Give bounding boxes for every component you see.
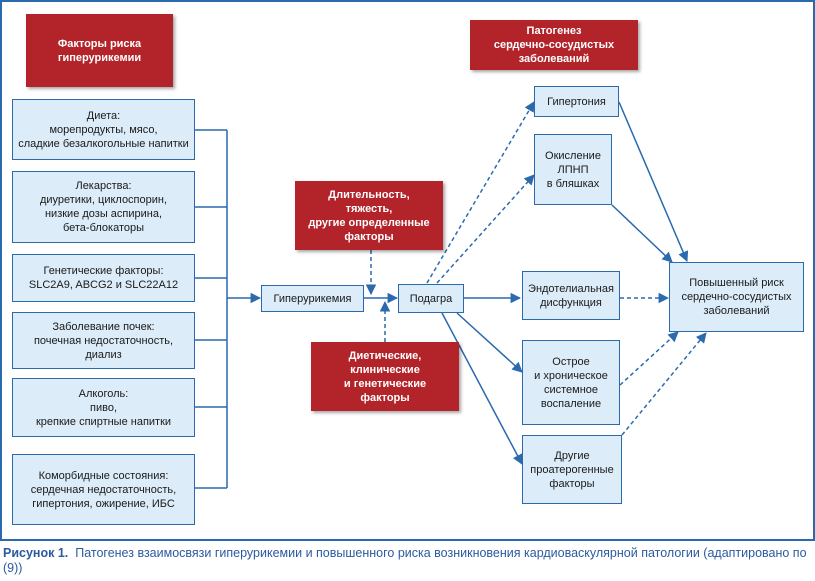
box-text: Диета: xyxy=(86,109,121,122)
box-text: воспаление xyxy=(540,397,602,410)
modifier-text: факторы xyxy=(344,230,394,243)
box-text: бета-блокаторы xyxy=(62,222,145,234)
box-text: Окисление xyxy=(545,149,601,162)
outcome-other-proatherogenic: Другие проатерогенные факторы xyxy=(522,435,622,504)
arrow-inflammation-result xyxy=(619,331,679,386)
risk-box-alcohol: Алкоголь: пиво, крепкие спиртные напитки xyxy=(12,378,195,437)
box-text: морепродукты, мясо, xyxy=(49,123,158,136)
box-text: и хроническое xyxy=(534,369,608,382)
box-text: заболеваний xyxy=(703,305,770,317)
caption-label: Рисунок 1. xyxy=(3,546,69,560)
box-text: Гипертония xyxy=(547,95,606,108)
box-text: Другие xyxy=(554,449,590,462)
box-text: Заболевание почек: xyxy=(52,320,155,333)
pathogenesis-header: Патогенез сердечно-сосудистых заболевани… xyxy=(470,20,638,70)
figure-caption: Рисунок 1. Патогенез взаимосвязи гиперур… xyxy=(3,546,813,576)
risk-box-drugs: Лекарства: диуретики, циклоспорин, низки… xyxy=(12,171,195,243)
modifier-text: клинические xyxy=(350,363,420,376)
risk-box-kidney: Заболевание почек: почечная недостаточно… xyxy=(12,312,195,369)
outcome-ldl-oxidation: Окисление ЛПНП в бляшках xyxy=(534,134,612,205)
box-text: SLC2A9, ABCG2 и SLC22A12 xyxy=(28,279,179,291)
box-text: Коморбидные состояния: xyxy=(38,469,169,482)
risk-box-genetic: Генетические факторы: SLC2A9, ABCG2 и SL… xyxy=(12,254,195,302)
risk-box-diet: Диета: морепродукты, мясо, сладкие безал… xyxy=(12,99,195,160)
box-text: системное xyxy=(543,383,599,396)
box-text: пиво, xyxy=(90,401,117,414)
modifier-text: и генетические xyxy=(343,377,427,390)
box-text: диализ xyxy=(85,348,122,361)
modifier-bottom: Диетические, клинические и генетические … xyxy=(311,342,459,411)
arrow-ldl-result xyxy=(611,204,673,263)
box-text: ЛПНП xyxy=(557,163,589,176)
hyperuricemia-box: Гиперурикемия xyxy=(261,285,364,312)
arrow-hypertension-result xyxy=(618,101,689,262)
box-text: Острое xyxy=(552,355,590,368)
modifier-text: Диетические, xyxy=(348,349,422,362)
box-text: низкие дозы аспирина, xyxy=(44,208,163,220)
header-line: заболеваний xyxy=(518,53,590,65)
arrow-gout-hypertension xyxy=(426,101,535,284)
box-text: крепкие спиртные напитки xyxy=(35,415,172,428)
box-text: факторы xyxy=(549,477,595,490)
modifier-text: Длительность, xyxy=(328,188,410,201)
box-text: Подагра xyxy=(409,292,453,305)
arrow-gout-inflammation xyxy=(456,312,523,373)
header-line: Факторы риска xyxy=(57,37,142,50)
box-text: дисфункция xyxy=(540,296,602,309)
connector-lines xyxy=(195,101,707,489)
risk-box-comorbid: Коморбидные состояния: сердечная недоста… xyxy=(12,454,195,525)
header-line: гиперурикемии xyxy=(57,51,142,64)
box-text: Эндотелиальная xyxy=(528,282,614,295)
gout-box: Подагра xyxy=(398,284,464,313)
header-line: Патогенез xyxy=(526,25,582,37)
arrow-other-result xyxy=(621,332,707,436)
outcome-hypertension: Гипертония xyxy=(534,86,619,117)
caption-text: Патогенез взаимосвязи гиперурикемии и по… xyxy=(3,546,807,575)
risk-factors-header: Факторы риска гиперурикемии xyxy=(26,14,173,87)
box-text: сердечная недостаточность, xyxy=(30,483,177,496)
outcome-inflammation: Острое и хроническое системное воспалени… xyxy=(522,340,620,425)
box-text: гипертония, ожирение, ИБС xyxy=(32,497,175,510)
box-text: Повышенный риск xyxy=(689,277,784,289)
box-text: проатерогенные xyxy=(530,463,614,476)
box-text: почечная недостаточность, xyxy=(33,334,174,347)
figure-frame: Факторы риска гиперурикемии Патогенез се… xyxy=(0,0,815,541)
outcome-endothelial: Эндотелиальная дисфункция xyxy=(522,271,620,320)
modifier-top: Длительность, тяжесть, другие определенн… xyxy=(295,181,443,250)
modifier-text: факторы xyxy=(360,391,410,404)
box-text: сладкие безалкогольные напитки xyxy=(18,137,189,150)
arrow-gout-other xyxy=(441,312,523,465)
box-text: сердечно-сосудистых xyxy=(681,291,792,303)
result-cvd-risk: Повышенный риск сердечно-сосудистых забо… xyxy=(669,262,804,332)
modifier-text: тяжесть, xyxy=(345,202,393,215)
box-text: Алкоголь: xyxy=(78,387,129,400)
box-text: диуретики, циклоспорин, xyxy=(39,194,168,206)
arrow-gout-ldl xyxy=(436,174,535,284)
box-text: в бляшках xyxy=(546,177,600,190)
box-text: Генетические факторы: xyxy=(43,265,164,277)
box-text: Гиперурикемия xyxy=(273,292,352,305)
box-text: Лекарства: xyxy=(75,180,132,192)
header-line: сердечно-сосудистых xyxy=(493,39,615,51)
modifier-text: другие определенные xyxy=(308,216,430,229)
